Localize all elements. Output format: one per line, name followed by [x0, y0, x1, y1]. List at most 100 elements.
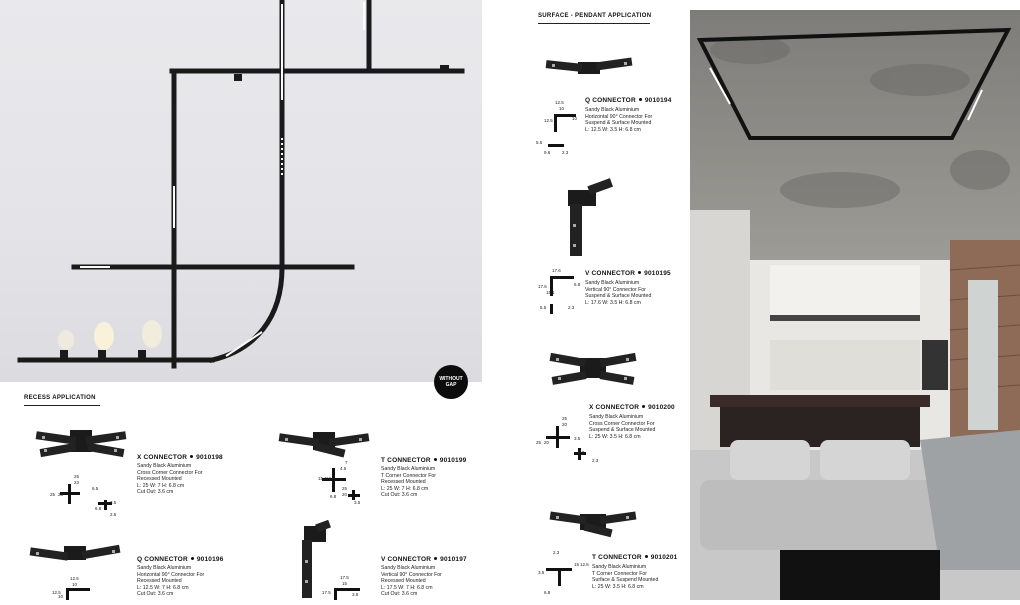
- v-surface-dim-1: 17.6: [552, 268, 561, 273]
- q-surface-dim-6: 9.6: [544, 150, 551, 155]
- t-surface-dim-5: 6.8: [544, 590, 551, 595]
- recess-title-rule: [24, 405, 100, 406]
- t-connector-recess-desc: Sandy Black Aluminium T Corner Connector…: [381, 466, 436, 499]
- desc-line: Sandy Black Aluminium: [589, 414, 644, 420]
- v-connector-surface-name: V CONNECTOR: [585, 270, 636, 277]
- q-connector-recess-name: Q CONNECTOR: [137, 556, 188, 563]
- t-connector-recess-image: [275, 428, 371, 458]
- x-connector-surface-image: [546, 348, 640, 390]
- desc-line: Cut Out: 3.6 cm: [381, 591, 418, 598]
- x-surface-dim-6: 6.8: [578, 450, 585, 455]
- bullet-icon: [644, 555, 648, 559]
- x-recess-dim-4: 23: [58, 492, 64, 497]
- v-surface-dim-3: 17.6: [538, 284, 547, 289]
- t-recess-dim-5: 25: [342, 486, 348, 491]
- t-connector-surface-diagram: [536, 550, 590, 600]
- desc-line: Suspend & Surface Mounted: [589, 427, 656, 434]
- x-connector-surface-code: 9010200: [648, 404, 675, 411]
- x-recess-dim-7: 2.5: [110, 512, 117, 517]
- t-recess-dim-4: 16.6: [326, 476, 335, 481]
- v-connector-recess-image: [298, 519, 332, 600]
- desc-line: L: 17.5 W: 7 H: 6.8 cm: [381, 584, 433, 591]
- q-surface-dim-2: 10: [559, 106, 565, 111]
- x-connector-recess-code: 9010198: [196, 454, 223, 461]
- v-surface-dim-5: 6.8: [574, 282, 581, 287]
- desc-line: L: 25 W: 3.5 H: 6.8 cm: [592, 583, 644, 590]
- t-surface-dim-2: 15: [574, 562, 580, 567]
- t-recess-dim-6: 20: [342, 492, 348, 497]
- t-connector-surface-code: 9010201: [650, 554, 678, 561]
- desc-line: T Corner Connector For: [592, 570, 647, 577]
- q-connector-recess-diagram: [60, 582, 100, 600]
- bullet-icon: [638, 98, 642, 102]
- badge-line-2: GAP: [445, 382, 457, 388]
- desc-line: Recessed Mounted: [137, 578, 182, 585]
- recess-section-title: RECESS APPLICATION: [24, 395, 96, 401]
- q-connector-recess-desc: Sandy Black Aluminium Horizontal 90° Con…: [137, 565, 204, 598]
- desc-line: Cross Corner Connector For: [137, 469, 203, 476]
- t-connector-recess-name: T CONNECTOR: [381, 457, 431, 464]
- desc-line: T Corner Connector For: [381, 472, 436, 479]
- bullet-icon: [190, 455, 194, 459]
- q-recess-dim-4: 10: [58, 594, 64, 599]
- v-connector-recess-desc: Sandy Black Aluminium Vertical 90° Conne…: [381, 565, 442, 598]
- v-connector-surface-desc: Sandy Black Aluminium Vertical 90° Conne…: [585, 280, 651, 306]
- v-connector-recess-code: 9010197: [440, 556, 467, 563]
- q-connector-surface-name: Q CONNECTOR: [585, 97, 636, 104]
- desc-line: Recessed Mounted: [381, 578, 426, 585]
- desc-line: L: 12.5 W: 7 H: 6.8 cm: [137, 584, 189, 591]
- x-surface-dim-4: 20: [544, 440, 550, 445]
- v-surface-dim-2: 15.1: [552, 275, 561, 280]
- q-connector-surface-code: 9010194: [644, 97, 672, 104]
- q-connector-surface-desc: Sandy Black Aluminium Horizontal 90° Con…: [585, 107, 652, 133]
- desc-line: Sandy Black Aluminium: [381, 565, 436, 571]
- v-connector-surface-code: 9010195: [644, 270, 671, 277]
- desc-line: Horizontal 90° Connector For: [585, 113, 653, 120]
- q-surface-dim-4: 10: [572, 116, 578, 121]
- v-surface-dim-4: 15.1: [546, 290, 555, 295]
- x-recess-dim-8: 6.8: [95, 506, 102, 511]
- v-connector-recess-diagram: [330, 580, 370, 600]
- desc-line: Recessed Mounted: [137, 476, 182, 483]
- desc-line: Sandy Black Aluminium: [137, 565, 192, 571]
- t-surface-dim-4: 3.5: [538, 570, 545, 575]
- x-recess-dim-6: 3.5: [110, 500, 117, 505]
- desc-line: Cut Out: 3.6 cm: [381, 492, 418, 499]
- q-surface-dim-5: 5.5: [536, 140, 543, 145]
- x-recess-dim-2: 23: [74, 480, 80, 485]
- q-surface-dim-3: 12.5: [544, 118, 553, 123]
- v-recess-dim-4: 3.5: [352, 592, 359, 597]
- t-recess-dim-3: 15.1: [318, 476, 327, 481]
- desc-line: Cut Out: 3.6 cm: [137, 489, 174, 496]
- desc-line: Sandy Black Aluminium: [585, 280, 640, 286]
- q-connector-surface-diagram: [536, 100, 586, 158]
- desc-line: L: 25 W: 7 H: 6.8 cm: [381, 485, 429, 492]
- x-connector-recess-diagram: [48, 480, 122, 520]
- v-surface-dim-7: 2.3: [568, 305, 575, 310]
- interior-living-room-photo: [690, 10, 1020, 600]
- t-surface-dim-3: 12.5: [580, 562, 589, 567]
- q-recess-dim-2: 10: [72, 582, 78, 587]
- x-recess-dim-3: 25: [50, 492, 56, 497]
- q-connector-recess-image: [26, 542, 124, 568]
- badge-line-1: WITHOUT: [439, 376, 463, 382]
- v-recess-dim-3: 17.5: [322, 590, 331, 595]
- bullet-icon: [434, 557, 438, 561]
- desc-line: Vertical 90° Connector For: [381, 571, 442, 578]
- desc-line: Sandy Black Aluminium: [592, 564, 647, 570]
- desc-line: Suspend & Surface Mounted: [585, 293, 652, 300]
- x-surface-dim-2: 20: [562, 422, 568, 427]
- desc-line: Horizontal 90° Connector For: [137, 571, 205, 578]
- t-surface-dim-1: 2.3: [553, 550, 560, 555]
- x-connector-recess-desc: Sandy Black Aluminium Cross Corner Conne…: [137, 463, 202, 496]
- t-connector-recess-diagram: [318, 462, 368, 506]
- x-connector-surface-desc: Sandy Black Aluminium Cross Corner Conne…: [589, 414, 655, 440]
- x-connector-surface-diagram: [536, 418, 588, 464]
- bullet-icon: [433, 458, 437, 462]
- bullet-icon: [642, 405, 646, 409]
